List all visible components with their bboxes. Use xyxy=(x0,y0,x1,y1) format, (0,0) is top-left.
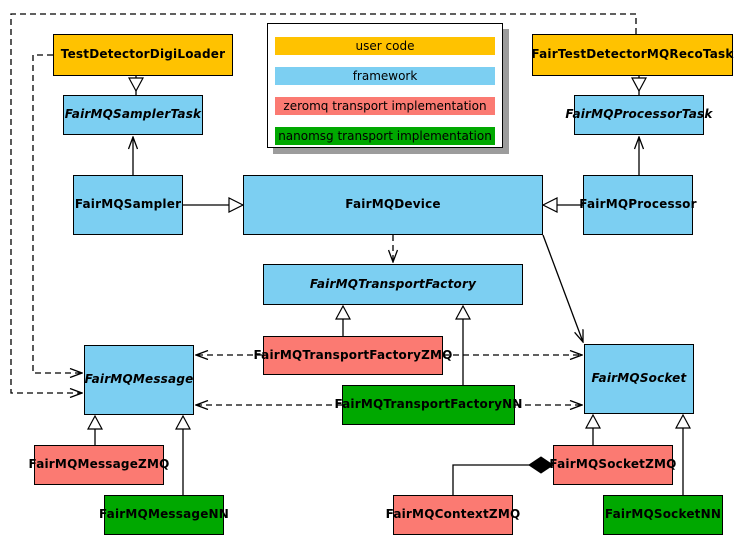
node-fairmqsampler: FairMQSampler xyxy=(73,175,183,235)
node-fairmqprocessor: FairMQProcessor xyxy=(579,175,697,235)
edge-comp-contextzmq-socketzmq xyxy=(452,464,530,495)
node-fairmqsamplertask: FairMQSamplerTask xyxy=(63,95,203,135)
node-fairmqsocketzmq: FairMQSocketZMQ xyxy=(549,445,676,485)
triangle-head-tri-socketzmq-socket xyxy=(584,413,602,429)
triangle-head-tri-messagezmq-message xyxy=(86,414,104,430)
node-fairmqmessagenn: FairMQMessageNN xyxy=(99,495,229,535)
node-fairmqsocket: FairMQSocket xyxy=(584,344,694,414)
triangle-head-tri-sampler-device xyxy=(228,197,245,213)
triangle-head-tri-socketnn-socket xyxy=(674,413,692,429)
node-fairmqmessagezmq: FairMQMessageZMQ xyxy=(29,445,169,485)
legend-box: user code framework zeromq transport imple… xyxy=(267,23,503,148)
node-fairmqsocketnn: FairMQSocketNN xyxy=(603,495,723,535)
legend-item-user_code: user code xyxy=(275,37,495,55)
triangle-head-tri-factoryzmq-factory xyxy=(334,304,352,320)
legend-item-framework: framework xyxy=(275,67,495,85)
legend-item-zeromq: zeromq transport implementation xyxy=(275,97,495,115)
node-fairmqdevice: FairMQDevice xyxy=(243,175,543,235)
edge-assoc-device-socket xyxy=(542,234,583,342)
legend-items: user code framework zeromq transport imple… xyxy=(275,24,495,145)
node-fairmqtransportfactoryzmq: FairMQTransportFactoryZMQ xyxy=(253,336,452,375)
triangle-head-tri-factorynn-factory xyxy=(454,304,472,320)
node-fairmqprocessortask: FairMQProcessorTask xyxy=(565,95,712,135)
diamond-head-diamond-socketzmq-contextzmq xyxy=(528,456,554,474)
node-testdetectordigiloader: TestDetectorDigiLoader xyxy=(53,34,233,76)
node-fairmqtransportfactorynn: FairMQTransportFactoryNN xyxy=(334,385,522,425)
legend-item-nanomsg: nanomsg transport implementation xyxy=(275,127,495,145)
triangle-head-tri-digiloader-samplertask xyxy=(127,77,145,93)
triangle-head-tri-messagenn-message xyxy=(174,414,192,430)
node-fairtestdetectormqrecotask: FairTestDetectorMQRecoTask xyxy=(531,34,733,76)
edge-dep-digiloader-message xyxy=(32,54,82,373)
node-fairmqmessage: FairMQMessage xyxy=(84,345,194,415)
triangle-head-tri-processor-device xyxy=(541,197,558,213)
triangle-head-tri-recotask-processortask xyxy=(630,77,648,93)
node-fairmqcontextzmq: FairMQContextZMQ xyxy=(386,495,520,535)
node-fairmqtransportfactory: FairMQTransportFactory xyxy=(263,264,523,305)
edge-dep-recotask-message xyxy=(10,13,637,393)
